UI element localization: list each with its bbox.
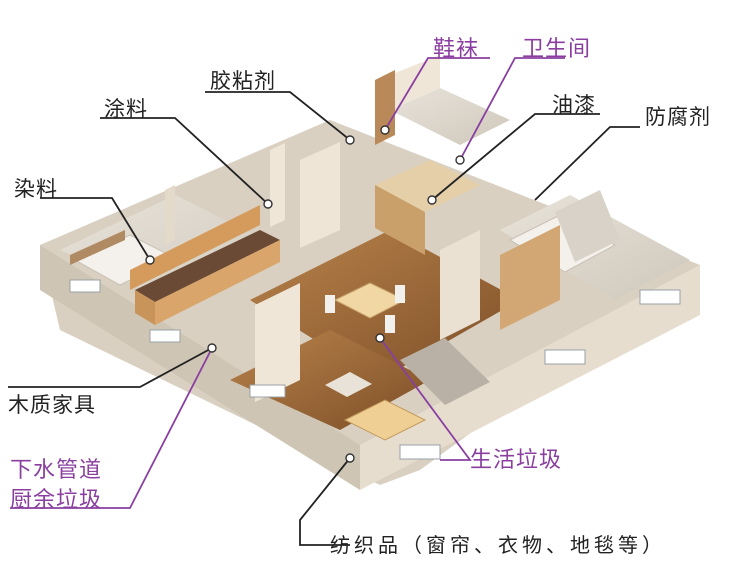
label-shoes-socks: 鞋袜 [433, 37, 480, 62]
wall-a [270, 143, 285, 227]
armchair [325, 372, 372, 397]
right-wardrobe [500, 225, 560, 330]
dining-chair-3 [395, 285, 405, 303]
label-wood-furniture: 木质家具 [8, 393, 96, 417]
wall-e [165, 185, 175, 245]
outer-wall-right [360, 265, 700, 490]
dining-chair-1 [325, 295, 335, 313]
label-bathroom: 卫生间 [522, 37, 592, 62]
kitchen-counter [135, 230, 280, 302]
label-kitchen-waste: 厨余垃圾 [10, 488, 103, 513]
kitchen-cabinets [135, 290, 155, 325]
bathroom-wall [390, 55, 440, 110]
label-textiles: 纺织品（窗帘、衣物、地毯等） [330, 533, 666, 557]
window-row-left [69, 279, 286, 398]
dark-leader-lines [8, 91, 640, 546]
label-drain-pipe: 下水管道 [10, 458, 103, 483]
wall-d [255, 283, 300, 402]
wall-b [300, 142, 340, 248]
sofa [400, 338, 490, 405]
center-wardrobe-front [375, 185, 425, 255]
label-dye: 染料 [14, 177, 58, 201]
label-preservative: 防腐剂 [645, 105, 711, 129]
label-coating: 涂料 [104, 97, 148, 121]
dining-chair-2 [385, 315, 395, 333]
wall-c [440, 230, 480, 340]
shoe-cabinet [375, 70, 395, 145]
purple-leader-lines [10, 57, 565, 509]
kitchen-cabinets-front [155, 240, 280, 325]
kitchen-upper-cabinets [130, 205, 260, 290]
label-glue: 胶粘剂 [210, 69, 276, 93]
window-row-right [399, 289, 681, 460]
anchor-dots [145, 125, 465, 463]
bathroom-floor [390, 88, 510, 145]
left-bed-headboard [70, 230, 125, 265]
center-wardrobe [375, 160, 480, 212]
right-bed-headboard [555, 190, 620, 262]
outer-wall-left [40, 245, 360, 490]
coffee-table [343, 399, 427, 441]
label-household-waste: 生活垃圾 [470, 448, 563, 473]
label-paint-oil: 油漆 [552, 93, 596, 117]
